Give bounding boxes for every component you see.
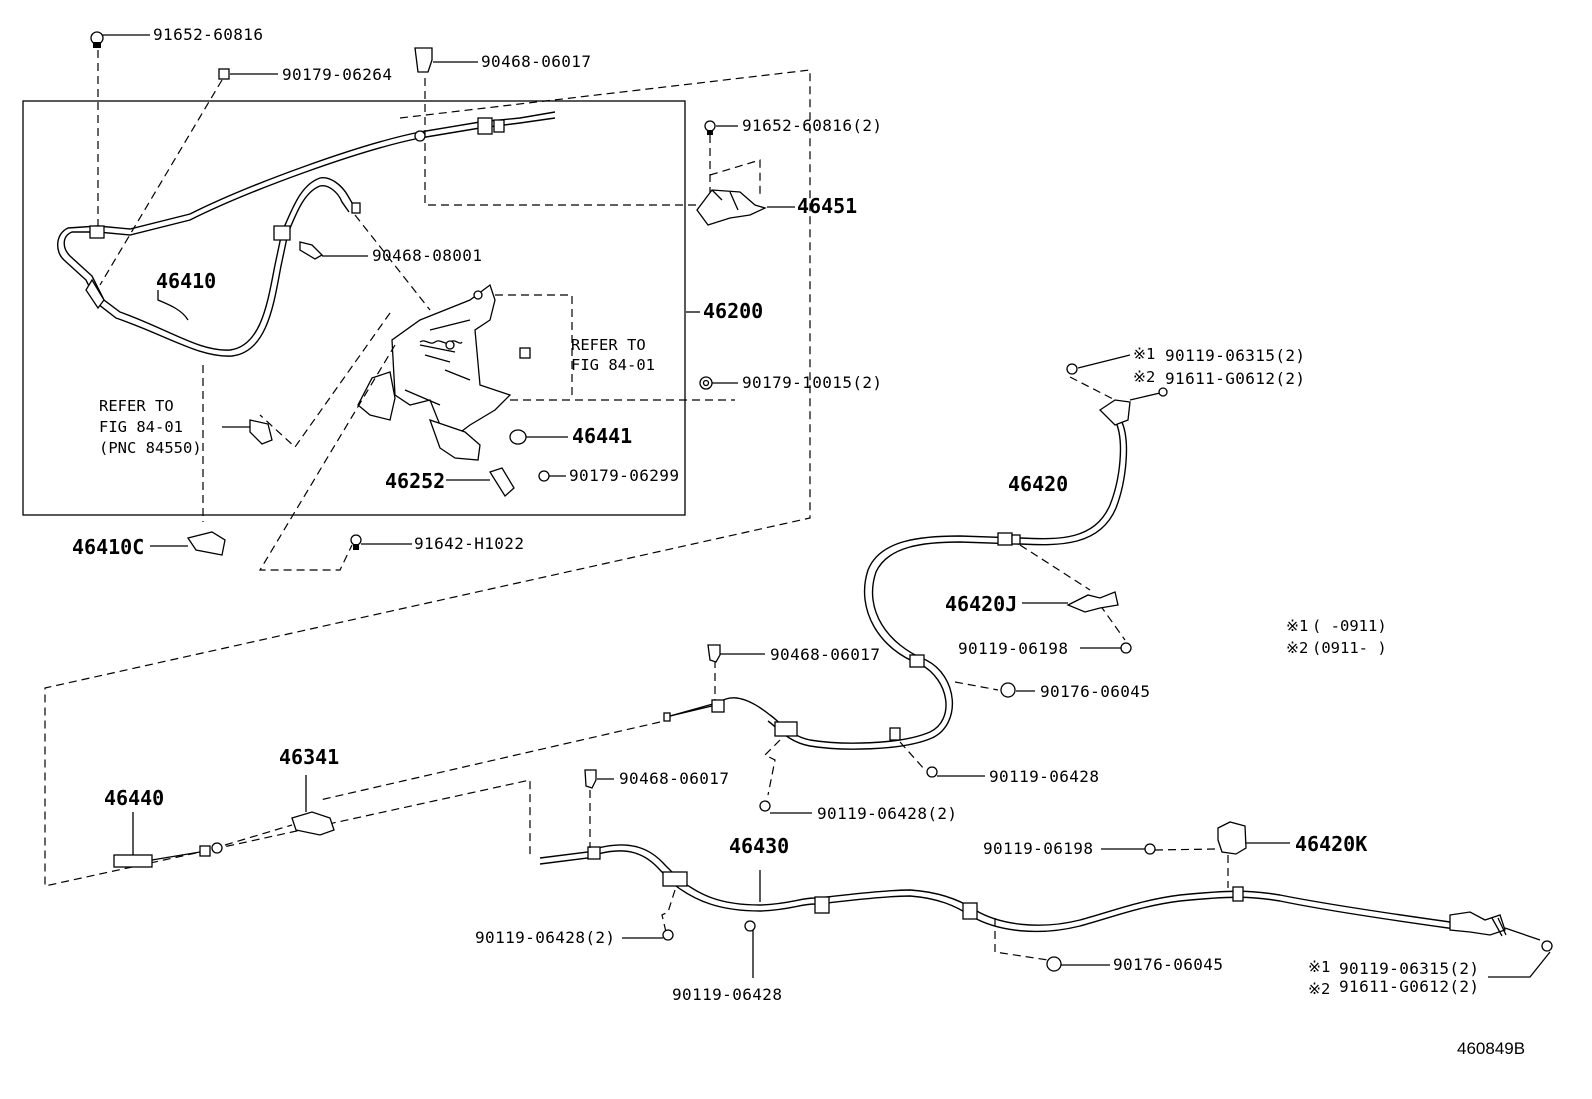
label-46420J: 46420J (945, 592, 1018, 616)
clip-90179-06264 (218, 68, 278, 80)
label-46430: 46430 (729, 834, 790, 858)
label-90179-06264: 90179-06264 (282, 65, 393, 84)
label-90119-06198-mid: 90119-06198 (958, 639, 1069, 658)
clamp-refer-left (222, 419, 273, 445)
clip-90468-08001 (299, 241, 368, 260)
bush-46441 (509, 429, 568, 445)
label-91652-60816: 91652-60816 (153, 25, 264, 44)
label-90176-06045-low: 90176-06045 (1113, 955, 1224, 974)
nut-90179-06299 (538, 470, 566, 482)
label-90119-06428-mid: 90119-06428 (989, 767, 1100, 786)
label-91642-H1022: 91642-H1022 (414, 534, 525, 553)
label-46420: 46420 (1008, 472, 1069, 496)
label-90179-10015-2: 90179-10015(2) (742, 373, 883, 392)
bracket-46420K (1217, 821, 1290, 855)
mark-1-lower: ※1 (1308, 958, 1331, 976)
legend-mark-1: ※1 (1286, 617, 1309, 635)
bracket-46451 (696, 159, 795, 226)
label-90176-06045-mid: 90176-06045 (1040, 682, 1151, 701)
label-91611-G0612-2-upper: 91611-G0612(2) (1165, 369, 1306, 388)
label-46341: 46341 (279, 745, 340, 769)
nut-90179-10015-2 (699, 376, 738, 390)
label-91611-G0612-2-lower: 91611-G0612(2) (1339, 977, 1480, 996)
mark-2-upper: ※2 (1133, 368, 1156, 386)
label-90119-06198-low: 90119-06198 (983, 839, 1094, 858)
refer-upper-line2: FIG 84-01 (571, 356, 655, 374)
bracket-46420J (1022, 591, 1119, 613)
label-90468-06017-top: 90468-06017 (481, 52, 592, 71)
bolt-91642-H1022 (350, 534, 412, 550)
refer-left-line2: FIG 84-01 (99, 418, 183, 436)
label-46410C: 46410C (72, 535, 145, 559)
rod-46440 (113, 812, 223, 868)
grommet-90176-06045-mid (1000, 682, 1035, 698)
bolt-90119-06428-low (744, 920, 756, 932)
clip-90468-06017-low (584, 769, 614, 789)
label-90119-06428-2-low: 90119-06428(2) (475, 928, 616, 947)
bolt-90119-06198-low (1101, 843, 1216, 855)
label-46200: 46200 (703, 299, 764, 323)
connector-46410C (150, 531, 226, 556)
mark-2-lower: ※2 (1308, 980, 1331, 998)
label-46440: 46440 (104, 786, 165, 810)
fastener-91652-60816 (90, 31, 150, 48)
refer-left-line1: REFER TO (99, 397, 174, 415)
bolt-90119-06428-2-low (622, 929, 674, 941)
label-46441: 46441 (572, 424, 633, 448)
equalizer-46341 (291, 775, 335, 836)
label-90468-08001: 90468-08001 (372, 246, 483, 265)
bolt-91652-60816-2 (704, 120, 738, 135)
label-90119-06428-low: 90119-06428 (672, 985, 783, 1004)
parking-brake-pedal-assembly (357, 283, 531, 461)
bolt-90119-06315-upper (1066, 354, 1131, 375)
label-90179-06299: 90179-06299 (569, 466, 680, 485)
label-90119-06315-2-lower: 90119-06315(2) (1339, 959, 1480, 978)
label-90119-06315-2-upper: 90119-06315(2) (1165, 346, 1306, 365)
legend-mark-2: ※2 (1286, 639, 1309, 657)
phantom-outline (44, 69, 811, 887)
bracket-46252 (446, 467, 515, 497)
label-90468-06017-low: 90468-06017 (619, 769, 730, 788)
label-91652-60816-2: 91652-60816(2) (742, 116, 883, 135)
mark-1-upper: ※1 (1133, 345, 1156, 363)
legend-text-2: (0911- ) (1312, 639, 1387, 657)
bolt-90119-06428-mid (926, 766, 985, 778)
grommet-90176-06045-low (1046, 956, 1110, 972)
assembly-frame (22, 100, 686, 516)
bolt-90119-06428-2-mid (759, 800, 812, 814)
label-46252: 46252 (385, 469, 446, 493)
label-46451: 46451 (797, 194, 858, 218)
refer-upper-line1: REFER TO (571, 336, 646, 354)
legend-text-1: ( -0911) (1312, 617, 1387, 635)
clip-90468-06017-top (414, 47, 478, 73)
label-90468-06017-mid: 90468-06017 (770, 645, 881, 664)
refer-left-line3: (PNC 84550) (99, 439, 202, 457)
cable-46410 (63, 117, 556, 351)
label-46420K: 46420K (1295, 832, 1368, 856)
label-46410: 46410 (156, 269, 217, 293)
clip-90468-06017-mid (707, 644, 765, 663)
bolt-90119-06198-mid (1080, 642, 1132, 654)
label-90119-06428-2-mid: 90119-06428(2) (817, 804, 958, 823)
figure-code: 460849B (1457, 1039, 1526, 1058)
